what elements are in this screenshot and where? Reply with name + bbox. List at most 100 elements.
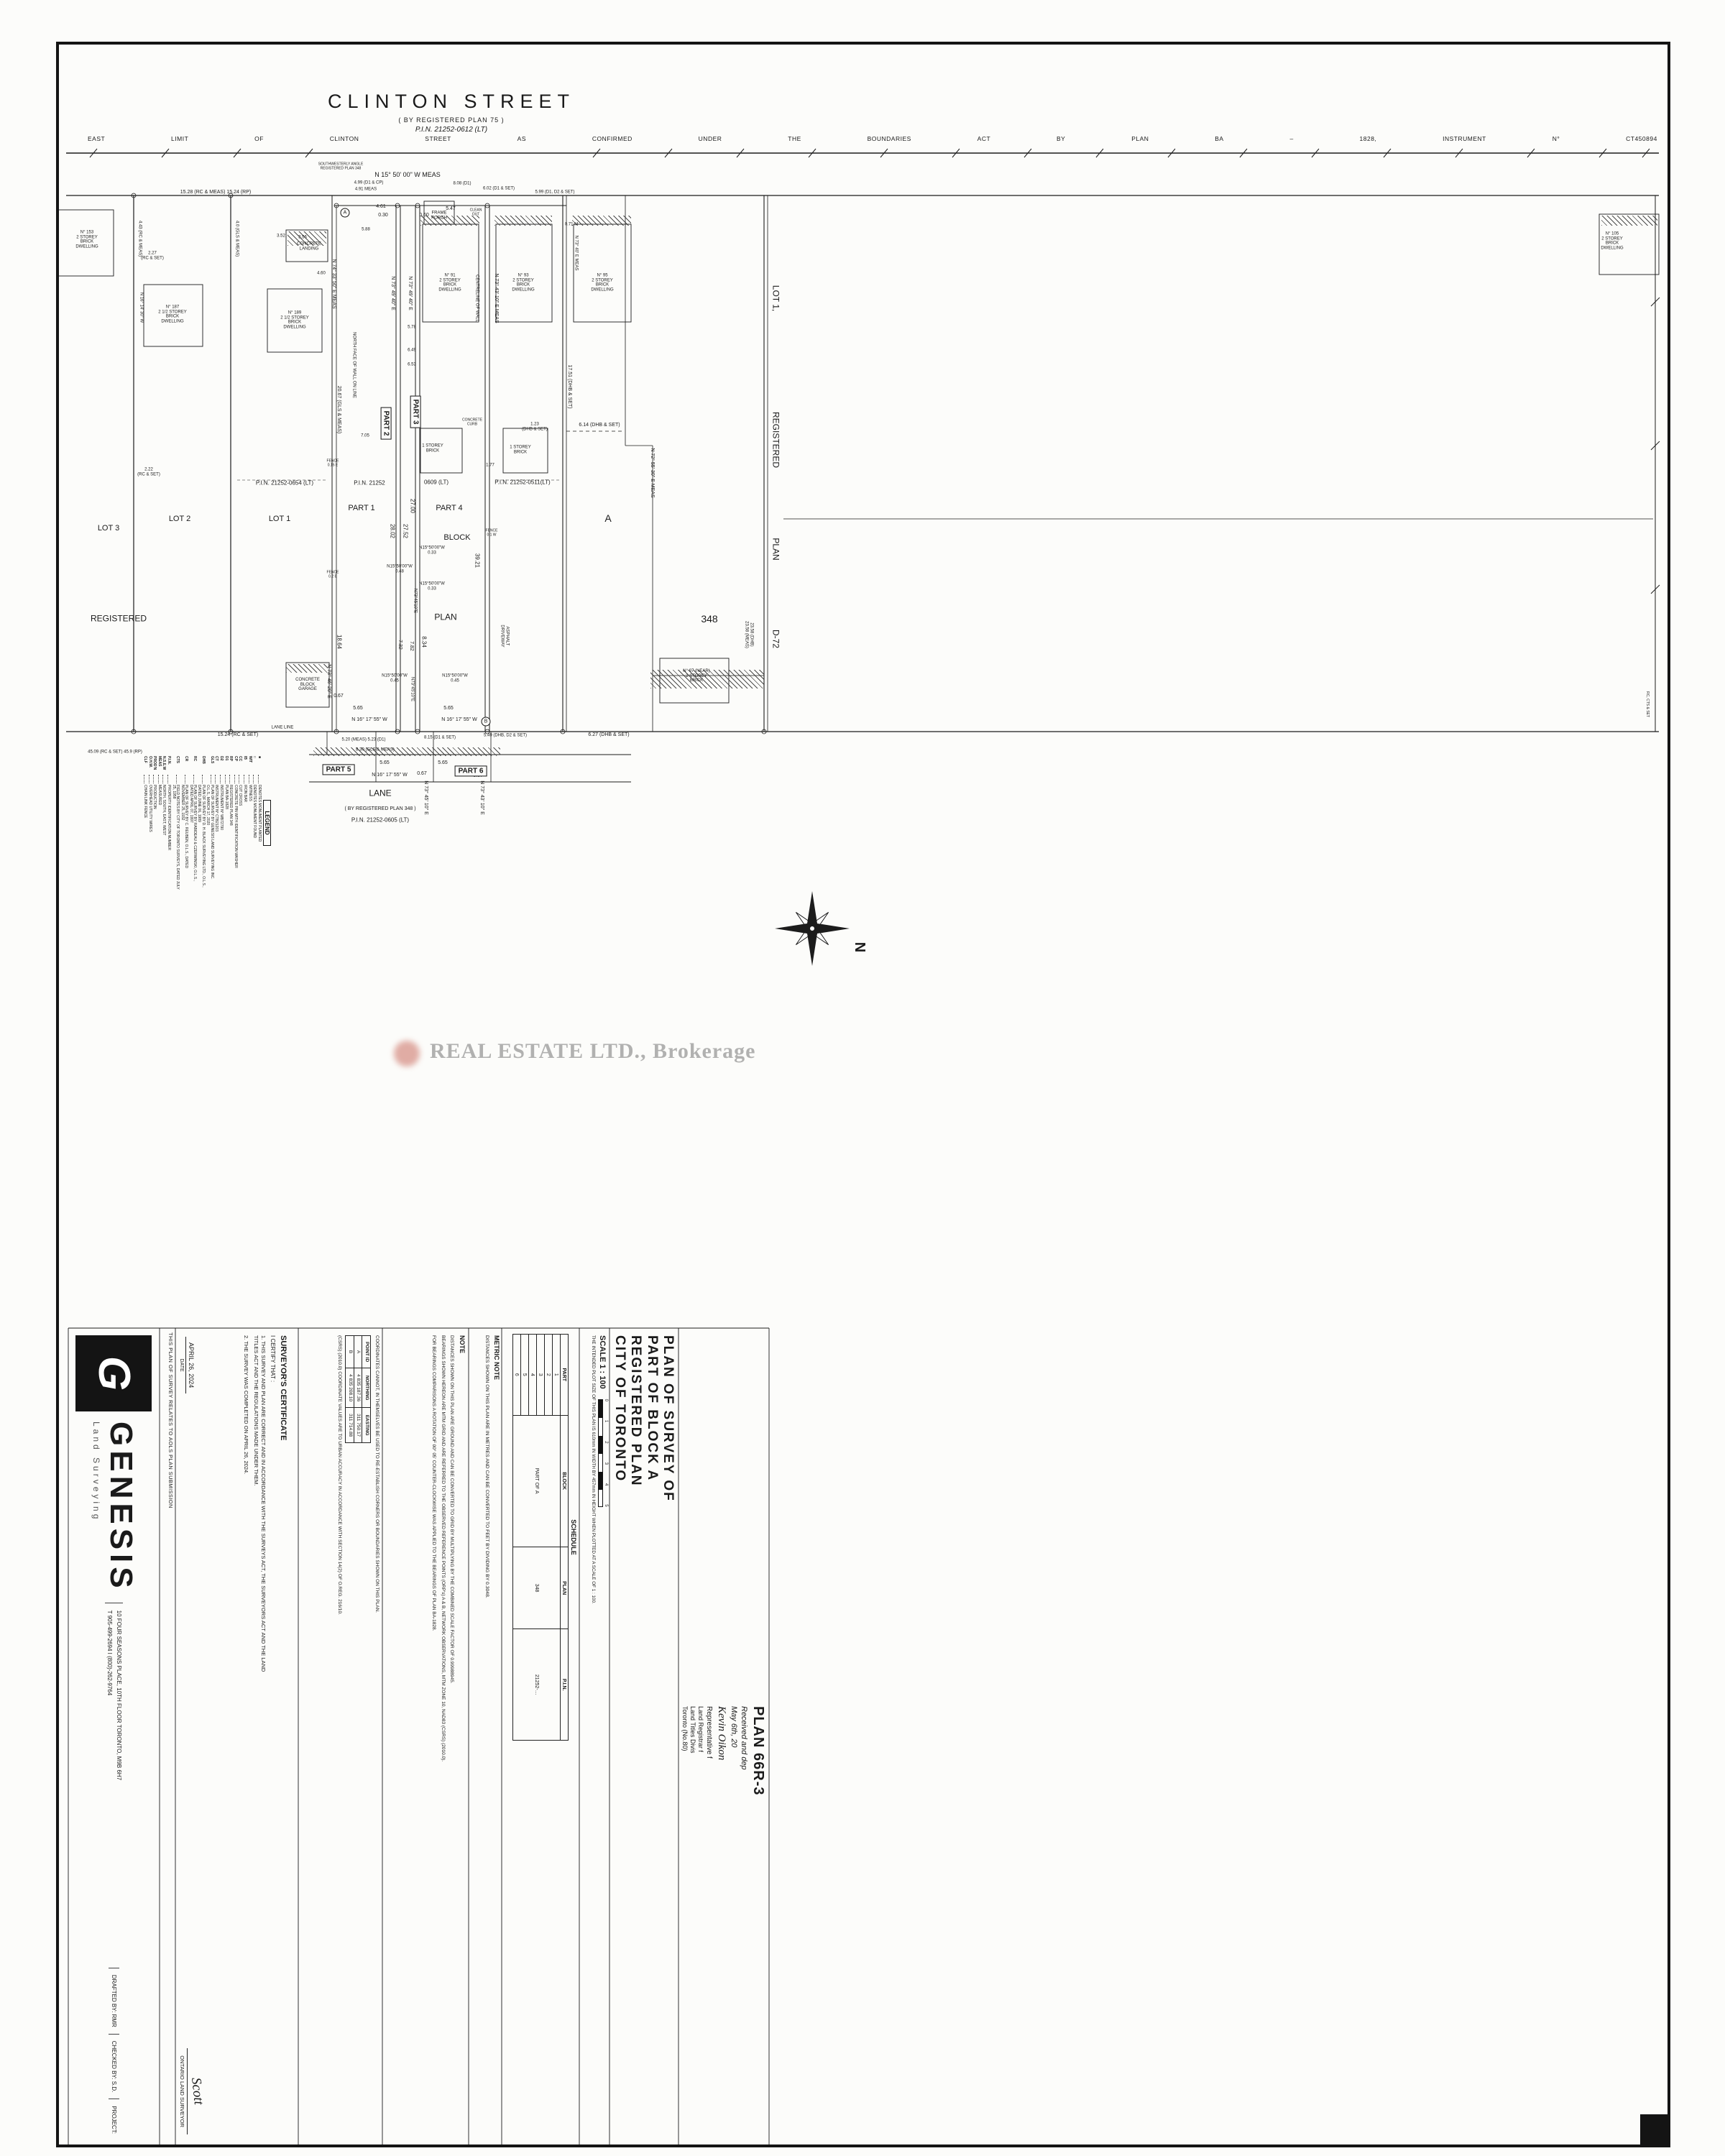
annotation-label: 8.15 (D1 & SET) (423, 735, 456, 740)
legend-leader-line (239, 775, 242, 783)
annotation-label: D-72 (770, 629, 781, 649)
boundary-word: BY (1057, 135, 1066, 142)
annotation-label: CONCRETE BLOCK GARAGE (295, 677, 320, 692)
legend-abbr: RC (192, 756, 197, 762)
street-name: CLINTON STREET (327, 91, 576, 112)
schedule-cell: 348 (512, 1547, 561, 1629)
scale-label: SCALE 1 : 100 (598, 1335, 607, 1389)
annotation-label: N 16° 17' 55" W (351, 717, 387, 723)
annotation-label: 4.60 (317, 271, 326, 276)
annotation-label: LANE LINE (271, 725, 294, 730)
boundary-word: CT450894 (1626, 135, 1657, 142)
annotation-label: 0.30 (378, 213, 388, 218)
hatch-area (494, 216, 552, 226)
stamp-signer-name: Kevin Oikon (716, 1706, 727, 1761)
coord-cell: 311 714.88 (345, 1407, 354, 1443)
coord-cell: B (345, 1335, 354, 1368)
scale-tick: 5 (604, 1504, 608, 1507)
scale-tick: 4 (604, 1483, 608, 1486)
certificate-item-1: 1. THIS SURVEY AND PLAN ARE CORRECT AND … (253, 1335, 267, 1672)
annotation-label: 0.67 (417, 771, 427, 777)
legend-item: CTS FIELD NOTES BY CITY OF TORONTO SURVE… (172, 756, 180, 890)
legend-leader-line (253, 775, 256, 783)
annotation-label: CONCRETE LANDING (297, 241, 321, 251)
legend-abbr: MEAS (157, 756, 162, 767)
company-name: GENESIS (104, 1422, 139, 1593)
annotation-label: 2.27 (RC & SET) (141, 251, 164, 260)
annotation-label: SOUTHWESTERLY ANGLE REGISTERED PLAN 348 (318, 162, 364, 170)
legend-item: IB IRON BAR (243, 756, 247, 890)
annotation-label: 5.65 (438, 760, 448, 766)
annotation-label: 3.56 (298, 235, 307, 240)
annotation-label: N15°50'00"W 0.48 (387, 564, 413, 573)
annotation-label: LOT 2 (168, 514, 191, 523)
scale-tick: 3 (604, 1462, 608, 1465)
annotation-label: FENCE 0.2 E (326, 570, 339, 579)
annotation-label: 45.09 (RC & SET) 45.9 (RP) (88, 750, 142, 755)
note-rotation: FOR BEARINGS COMPARISONS A ROTATION OF 0… (431, 1335, 437, 1631)
legend-leader-line (210, 775, 213, 783)
legend-abbr: D1 (224, 756, 229, 761)
annotation-label: 4.61 (376, 204, 386, 210)
hatch-area (420, 216, 479, 226)
boundary-word: PLAN (1131, 135, 1149, 142)
note-distance: DISTANCES SHOWN ON THIS PLAN ARE GROUND … (449, 1335, 455, 1684)
annotation-label: N° 91 2 STOREY BRICK DWELLING (438, 273, 461, 292)
annotation-label: 1 STOREY BRICK (510, 445, 531, 454)
annotation-label: N° 187 2 1/2 STOREY BRICK DWELLING (158, 305, 187, 324)
legend-leader-line (248, 775, 251, 783)
annotation-label: 5.49 (DHB, D2 & SET) (483, 733, 528, 738)
annotation-label: 1 STOREY BRICK (422, 443, 443, 453)
coordinate-note-2: (CSRS) (2010.0) COORDINATE VALUES ARE TO… (337, 1335, 343, 1615)
legend-leader-line (143, 775, 146, 783)
company-meta: DRAFTED BY: RMR CHECKED BY: S.D. PROJECT… (109, 1967, 119, 2140)
certificate-date-block: APRIL 26, 2024 DATE (179, 1337, 195, 1394)
boundary-word: LIMIT (171, 135, 189, 142)
coordinate-note-1: COORDINATES CANNOT, IN THEMSELVES BE USE… (374, 1335, 380, 1613)
coord-cell: A (354, 1335, 362, 1368)
company-address-block: 10 FOUR SEASONS PLACE, 10TH FLOOR TORONT… (104, 1602, 124, 1781)
legend-leader-line (201, 775, 204, 783)
annotation-label: 8.08 (D1) (453, 181, 472, 186)
legend-abbr: PROD'N (152, 756, 157, 770)
annotation-label: 0.71 M (564, 222, 579, 227)
plan-title-line: PLAN OF SURVEY OF (661, 1335, 676, 1502)
legend-text: CHAIN LINK FENCE (142, 785, 147, 819)
legend-leader-line (234, 775, 236, 783)
annotation-label: 5.65 (443, 706, 454, 711)
scale-tick: 1 (604, 1419, 608, 1423)
scale-bar (598, 1399, 603, 1507)
boundary-word: BA (1215, 135, 1224, 142)
annotation-label: N 73° 43' 10" E MEAS (493, 273, 499, 323)
annotation-label: N° 189 2 1/2 STOREY BRICK DWELLING (280, 310, 309, 330)
annotation-label: 7.05 (361, 433, 369, 438)
annotation-label: 348 (701, 613, 718, 625)
schedule-header: BLOCK (560, 1415, 569, 1547)
legend-abbr: CC (238, 756, 243, 762)
legend-item: DHB PLAN OF SURVEY BY D. H. BLACK SURVEY… (197, 756, 205, 890)
legend-item: CR PLAN OF SURVEY BY C. REUBEN, O.L.S., … (180, 756, 188, 890)
legend-text: NORTH, SOUTH, EAST, WEST (162, 785, 167, 836)
legend-items: ■ DENOTES MONUMENT PLANTED □ DENOTES MON… (142, 756, 262, 890)
certificate-signature-block: Scott ONTARIO LAND SURVEYOR (179, 2048, 206, 2134)
schedule-cell: PART OF A (512, 1415, 561, 1547)
annotation-label: 4.0 (GLS & MEAS) (234, 220, 239, 257)
annotation-label: PART 4 (436, 503, 463, 512)
metric-note-title: METRIC NOTE (493, 1335, 500, 1380)
legend-text: OVERHEAD UTILITY WIRES (147, 785, 152, 832)
annotation-label: 6.27 (DHB & SET) (588, 732, 630, 738)
annotation-label: 6.53 (408, 362, 416, 367)
annotation-label: N15°50'00"W 0.45 (442, 673, 468, 683)
stamp-registrar-line: Land Registrar f (697, 1706, 704, 1753)
annotation-label: N 74° 33' 50" E MEAS (331, 259, 336, 309)
boundary-word: UNDER (698, 135, 722, 142)
legend-text: CONCRETE PIN WITH IDENTIFICATION WASHER (233, 785, 238, 868)
certificate-date-label: DATE (179, 1358, 184, 1372)
annotation-label: 5.78 (408, 325, 416, 330)
legend-abbr: □ (252, 756, 257, 759)
boundary-word: INSTRUMENT (1443, 135, 1486, 142)
annotation-label: 3.52 (277, 234, 285, 239)
schedule-header: PLAN (560, 1547, 569, 1629)
annotation-label: ASPHALT DRIVEWAY (500, 625, 510, 648)
